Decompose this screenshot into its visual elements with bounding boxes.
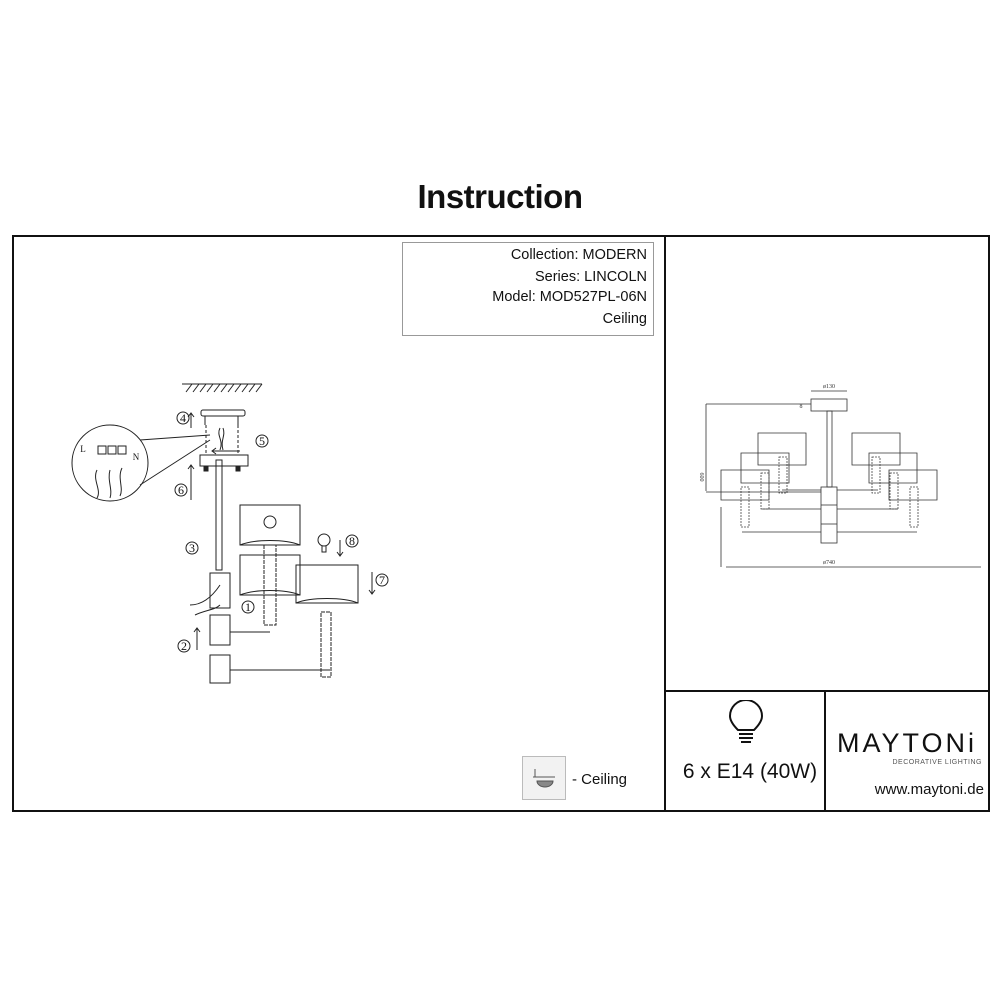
central-rod [189, 459, 330, 684]
step-6: 6 [178, 483, 184, 497]
step-numbers: 1 2 3 4 5 6 7 8 L N [80, 411, 389, 653]
product-info-box: Collection: MODERN Series: LINCOLN Model… [402, 242, 654, 336]
live-wire-label: L [80, 444, 86, 454]
divider [664, 690, 988, 692]
mount-type-label: Ceiling [602, 311, 647, 327]
divider [664, 235, 666, 810]
step-7: 7 [379, 573, 385, 587]
height-label: 600 [698, 473, 704, 482]
magnifier-callout [71, 424, 211, 502]
collection-label: Collection: MODERN [510, 247, 647, 263]
ceiling-legend-label: - Ceiling [572, 771, 628, 788]
step-2: 2 [181, 639, 187, 653]
lamp-shades [239, 504, 359, 678]
diameter-label: ø740 [823, 560, 835, 566]
instruction-frame [12, 235, 990, 812]
ceiling-mount-icon [522, 756, 566, 800]
step-4: 4 [180, 411, 186, 425]
divider [824, 690, 826, 810]
series-label: Series: LINCOLN [534, 269, 647, 285]
assembly-diagram: 1 2 3 4 5 6 7 8 L N [71, 383, 389, 684]
brand-url[interactable]: www.maytoni.de [874, 781, 984, 798]
step-5: 5 [259, 434, 265, 448]
light-bulb-icon [728, 700, 764, 743]
model-label: Model: MOD527PL-06N [492, 289, 647, 305]
brand-tagline: DECORATIVE LIGHTING [892, 759, 982, 766]
step-1: 1 [245, 600, 251, 614]
ceiling-hatch [182, 383, 263, 393]
canopy-height-label: 8 [800, 404, 803, 410]
page-title: Instruction [417, 178, 584, 215]
neutral-wire-label: N [133, 452, 140, 462]
step-8: 8 [349, 534, 355, 548]
lamp-spec: 6 x E14 (40W) [682, 760, 818, 783]
brand-logo: MAYTONi [836, 728, 977, 758]
canopy-plate [199, 409, 249, 472]
step-3: 3 [189, 541, 195, 555]
canopy-diameter-label: ø130 [823, 384, 835, 390]
dimension-drawing: ø130 8 600 ø740 [698, 384, 981, 568]
arrows [187, 412, 376, 650]
